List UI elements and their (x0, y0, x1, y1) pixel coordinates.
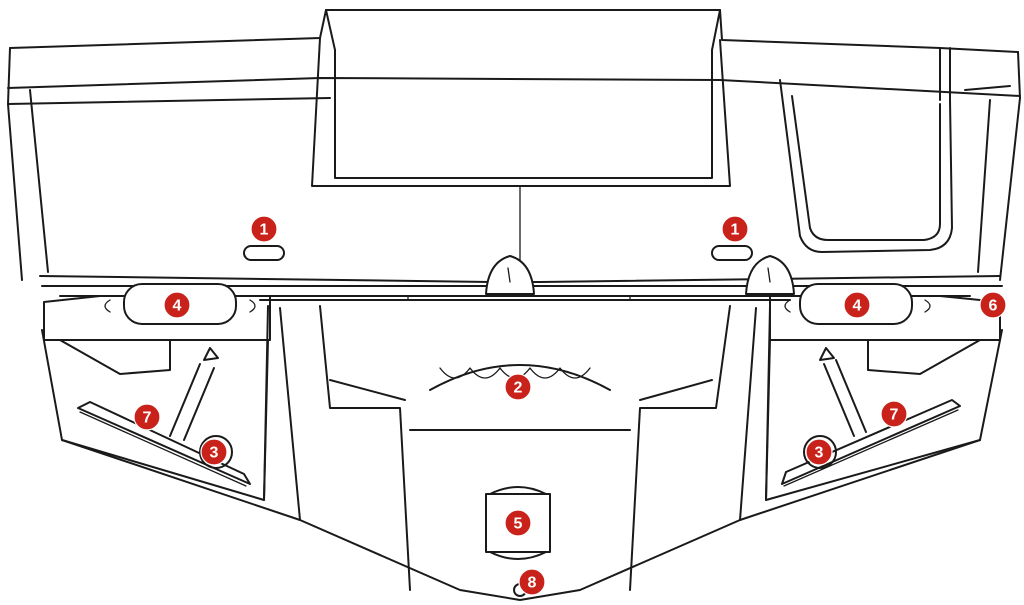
callout-marker (200, 438, 228, 466)
callout-label: 3 (815, 445, 824, 462)
callout-label: 1 (260, 222, 269, 239)
mount-slot-left (243, 245, 285, 261)
callout-marker (805, 438, 833, 466)
callout-7b: 7 (880, 400, 908, 428)
callout-marker (843, 291, 871, 319)
upper-deck (7, 9, 1021, 281)
callout-label: 7 (143, 410, 152, 427)
callout-5: 5 (504, 509, 532, 537)
callout-marker (518, 568, 546, 596)
mount-slot-right (711, 245, 753, 261)
callout-3b: 3 (805, 438, 833, 466)
callout-label: 6 (989, 298, 998, 315)
callout-label: 4 (853, 298, 862, 315)
callout-1b: 1 (721, 215, 749, 243)
callout-marker (504, 509, 532, 537)
cleat-left (485, 255, 535, 295)
callouts: 1 1 2 3 3 4 4 5 6 7 7 8 (133, 215, 1007, 596)
callout-2: 2 (504, 373, 532, 401)
callout-4b: 4 (843, 291, 871, 319)
callout-marker (721, 215, 749, 243)
callout-label: 5 (514, 516, 523, 533)
lower-hull (41, 305, 1003, 601)
callout-label: 8 (528, 575, 537, 592)
callout-4a: 4 (163, 291, 191, 319)
callout-marker (504, 373, 532, 401)
callout-label: 2 (514, 380, 523, 397)
callout-3a: 3 (200, 438, 228, 466)
callout-label: 1 (731, 222, 740, 239)
callout-6: 6 (979, 291, 1007, 319)
callout-marker (880, 400, 908, 428)
callout-label: 4 (173, 298, 182, 315)
callout-1a: 1 (250, 215, 278, 243)
callout-label: 7 (890, 407, 899, 424)
callout-label: 3 (210, 445, 219, 462)
cleat-right (745, 255, 795, 295)
callout-marker (133, 403, 161, 431)
callout-marker (250, 215, 278, 243)
callout-marker (979, 291, 1007, 319)
callout-8: 8 (518, 568, 546, 596)
callout-7a: 7 (133, 403, 161, 431)
callout-marker (163, 291, 191, 319)
